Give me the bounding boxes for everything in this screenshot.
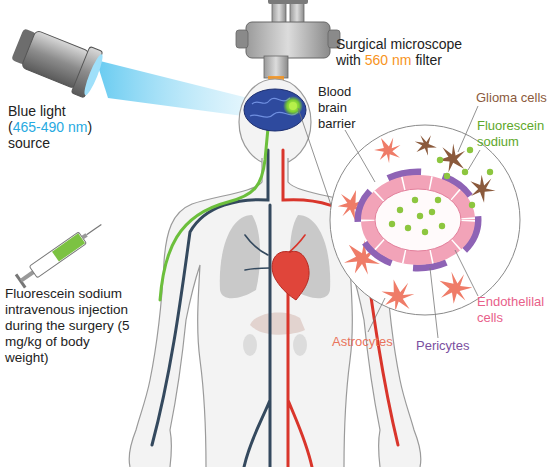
highlight-text: 465-490 nm <box>13 119 88 135</box>
inset-circle <box>330 125 520 315</box>
astrocyte <box>376 273 421 317</box>
heart <box>272 251 309 300</box>
body-half <box>129 158 275 467</box>
cell-label: Endothelilal cells <box>477 294 549 326</box>
cell-junctions <box>368 182 468 258</box>
objective <box>264 56 288 78</box>
brain <box>244 89 306 131</box>
astrocyte <box>434 267 476 308</box>
glioma-cell <box>438 144 466 173</box>
inset <box>330 125 520 318</box>
lumen-edge <box>375 189 461 251</box>
knob <box>236 30 248 48</box>
plain-text: filter <box>412 52 442 68</box>
kidney <box>243 334 257 356</box>
microscope <box>236 0 340 84</box>
leader-line <box>458 106 478 152</box>
leader-line <box>430 268 438 338</box>
light-beam <box>96 60 258 118</box>
tumor-spot <box>289 102 297 110</box>
syringe <box>15 218 106 288</box>
brain-shape <box>244 89 306 131</box>
cell-label: Astrocytes <box>332 334 412 350</box>
barrier-label: Blood brain barrier <box>318 84 368 132</box>
microscope-label: Surgical microscope with 560 nm filter <box>336 36 476 68</box>
highlight-text: 560 nm <box>365 52 412 68</box>
lamp-lens <box>82 53 106 97</box>
microscope-body <box>246 22 330 58</box>
leader-line <box>345 130 375 182</box>
astrocyte <box>372 133 405 165</box>
outline <box>129 158 262 467</box>
liver <box>250 312 305 334</box>
organs <box>220 215 330 356</box>
artery <box>288 270 312 467</box>
injection-path <box>160 128 268 300</box>
dye-label: Fluorescein sodium <box>477 118 549 150</box>
outline <box>170 265 206 467</box>
vein <box>152 150 268 445</box>
lamp <box>8 21 106 100</box>
glioma-cell <box>463 169 499 205</box>
cell-label: Pericytes <box>416 338 496 354</box>
eyepiece-cap <box>268 0 308 4</box>
syringe-barrel <box>29 232 86 278</box>
leader-line <box>455 250 478 296</box>
endothelium <box>368 182 468 258</box>
fluorescein-dots <box>389 147 493 235</box>
vein-branch <box>245 235 270 270</box>
leader-lines <box>345 106 480 338</box>
syringe-liquid <box>52 233 85 261</box>
pericyte-layer <box>358 172 478 268</box>
leader-line <box>468 150 480 170</box>
lung <box>220 215 260 298</box>
vein <box>244 205 270 467</box>
light-source-label: Blue light (465-490 nm) source <box>8 103 100 151</box>
needle <box>87 224 102 234</box>
leader-line <box>368 298 385 332</box>
injection-label: Fluorescein sodium intravenous injection… <box>5 286 132 366</box>
cell-label: Glioma cells <box>476 90 550 106</box>
glioma-cell <box>410 131 439 160</box>
head <box>239 79 311 165</box>
kidney <box>293 334 307 356</box>
